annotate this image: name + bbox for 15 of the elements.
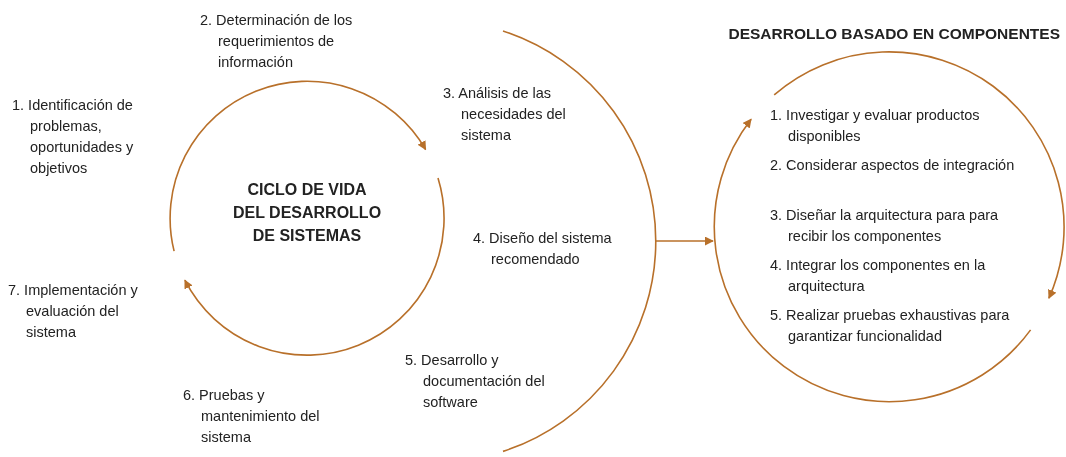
step-text: 1. Identificación de problemas, oportunidades y objetivos — [12, 95, 185, 179]
list-item: 1. Investigar y evaluar productos disponibles — [770, 106, 981, 146]
list-item: 5. Realizar pruebas exhaustivas para garantizar funcionalidad — [770, 306, 1011, 346]
step-text: 5. Desarrollo y documentación del software — [405, 350, 558, 413]
step-text: 7. Implementación y evaluación del sistema — [8, 280, 166, 343]
list-item: 2. Considerar aspectos de integración — [770, 156, 1016, 175]
list-item: 4. Integrar los componentes en la arquitectura — [770, 256, 987, 296]
step-text: 6. Pruebas y mantenimiento del sistema — [183, 385, 331, 448]
step-text: 2. Determinación de los requerimientos de información — [200, 10, 378, 73]
list-item: 3. Diseñar la arquitectura para para recibir los componentes — [770, 206, 1000, 246]
cycle-title: CICLO DE VIDA DEL DESARROLLO DE SISTEMAS — [232, 180, 382, 246]
step-text: 3. Análisis de las necesidades del sistema — [443, 83, 586, 146]
section-heading: DESARROLLO BASADO EN COMPONENTES — [727, 24, 1060, 44]
arrow — [655, 236, 714, 246]
step-text: 4. Diseño del sistema recomendado — [473, 228, 661, 270]
